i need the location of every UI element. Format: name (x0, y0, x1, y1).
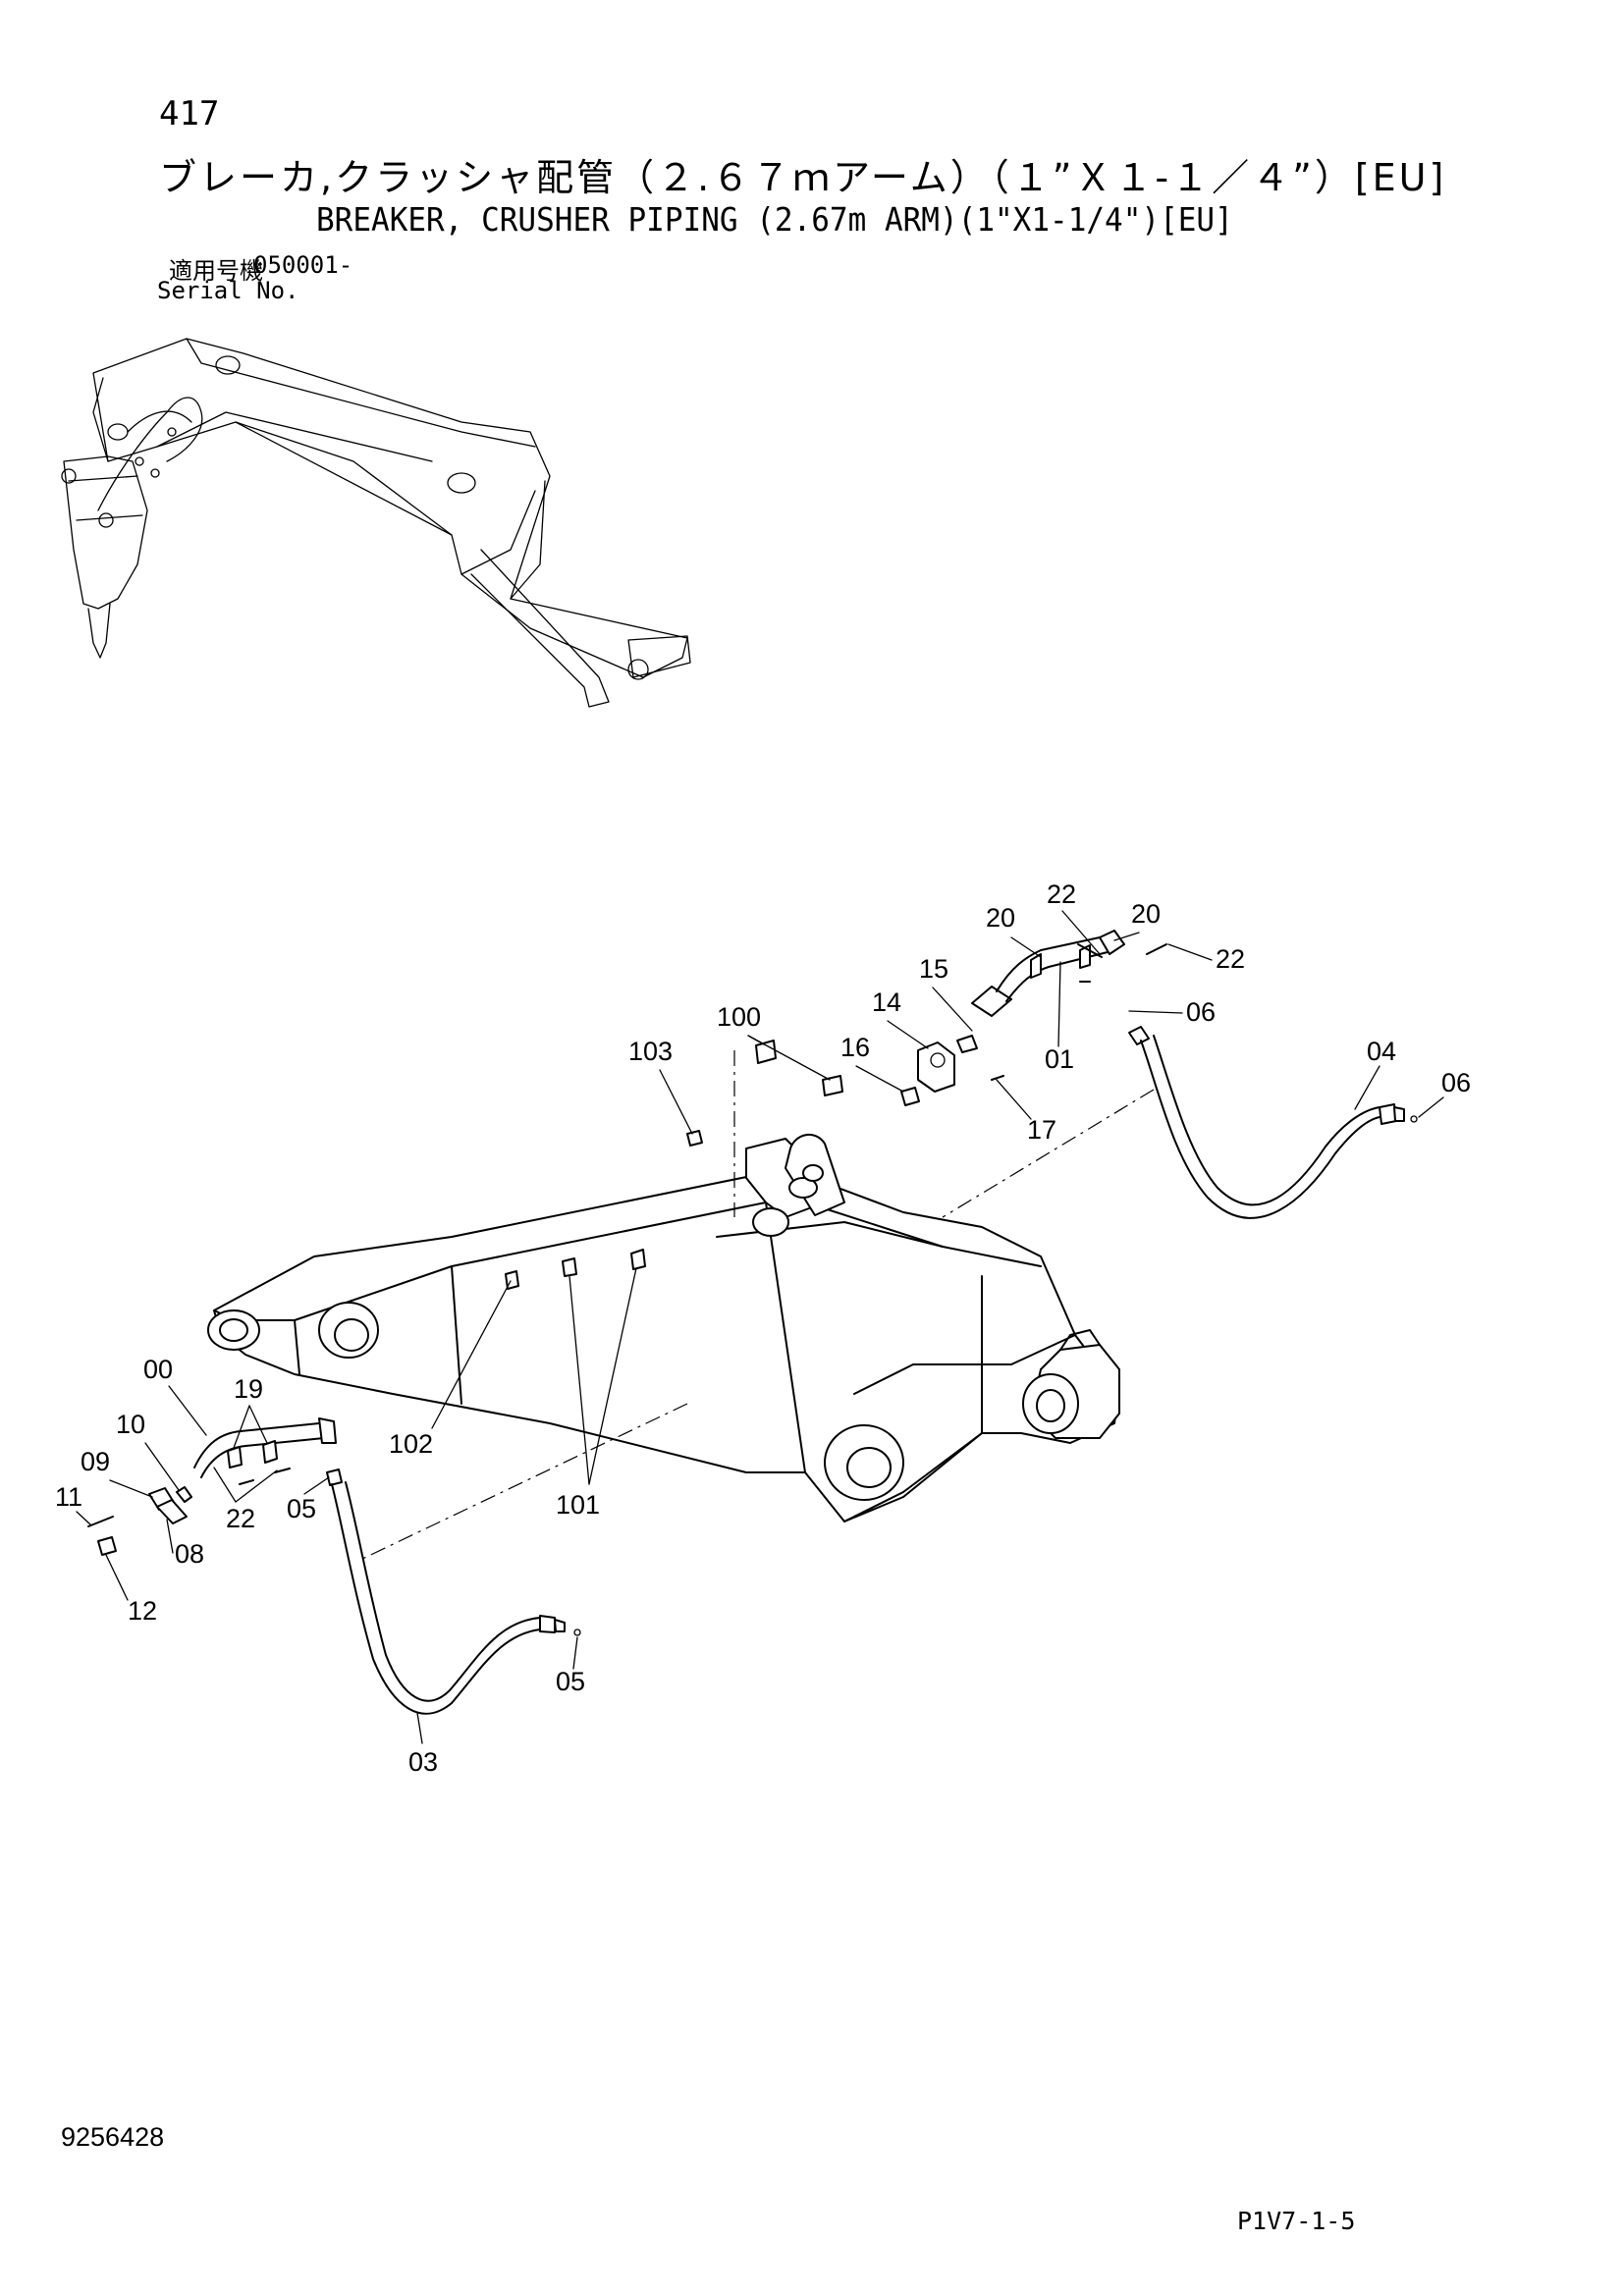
page-code: P1V7-1-5 (1237, 2207, 1356, 2235)
document-number: 9256428 (61, 2122, 165, 2152)
callout-15: 15 (919, 954, 948, 984)
callout-20b: 20 (1131, 899, 1161, 929)
callout-16: 16 (840, 1033, 870, 1062)
callout-101: 101 (556, 1490, 600, 1520)
callout-103: 103 (628, 1037, 673, 1066)
callout-22b: 22 (1216, 944, 1245, 974)
callout-03: 03 (408, 1747, 438, 1777)
upper-pipe-assembly (686, 930, 1418, 1219)
callout-04: 04 (1367, 1037, 1396, 1066)
callout-19: 19 (234, 1374, 263, 1404)
arm-body (207, 1134, 1120, 1522)
callout-22a: 22 (1047, 880, 1076, 909)
callout-102: 102 (389, 1429, 433, 1459)
overview-arm-illustration (61, 338, 691, 708)
assembly-lines (357, 1050, 1155, 1562)
callout-09: 09 (81, 1447, 110, 1476)
callout-06a: 06 (1186, 997, 1216, 1027)
callout-20a: 20 (986, 903, 1015, 933)
callout-17: 17 (1027, 1115, 1056, 1145)
callout-12: 12 (128, 1596, 157, 1626)
serial-label-english: Serial No. (157, 277, 299, 304)
callout-00: 00 (143, 1355, 173, 1384)
callout-14: 14 (872, 988, 901, 1017)
callout-22c: 22 (226, 1504, 255, 1533)
serial-label-japanese: 適用号機 (169, 257, 263, 285)
callout-06b: 06 (1441, 1068, 1471, 1097)
callout-08: 08 (175, 1539, 204, 1569)
callout-10: 10 (116, 1410, 145, 1439)
callout-01: 01 (1045, 1044, 1074, 1074)
page-number: 417 (159, 94, 220, 133)
title-english: BREAKER, CRUSHER PIPING (2.67m ARM)(1"X1… (316, 200, 1233, 239)
lower-pipe-assembly (87, 1249, 646, 1715)
title-japanese: ブレーカ,クラッシャ配管（２.６７ｍアーム）（１”Ｘ１-１／４”）[EU] (159, 156, 1447, 199)
callout-05a: 05 (287, 1494, 316, 1523)
callout-05b: 05 (556, 1667, 585, 1696)
serial-number-value: 050001- (253, 251, 353, 279)
callout-11: 11 (55, 1482, 82, 1512)
callouts: 22 20 20 22 15 14 06 100 103 16 01 04 06… (55, 880, 1471, 1777)
callout-100: 100 (717, 1002, 761, 1032)
